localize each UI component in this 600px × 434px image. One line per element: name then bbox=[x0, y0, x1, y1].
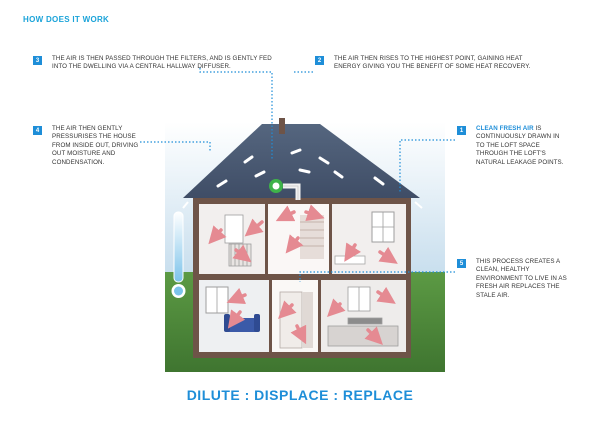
loft-air-arrows bbox=[216, 148, 385, 188]
roof bbox=[183, 124, 420, 198]
step-4-number: 4 bbox=[33, 126, 42, 135]
step-2-number: 2 bbox=[315, 56, 324, 65]
chimney bbox=[279, 118, 285, 134]
step-1-body: IS CONTINUOUSLY DRAWN IN TO THE LOFT SPA… bbox=[476, 125, 564, 166]
step-1-highlight: CLEAN FRESH AIR bbox=[476, 125, 534, 132]
thermometer-icon bbox=[171, 211, 186, 298]
step-5: 5 THIS PROCESS CREATES A CLEAN, HEALTHY … bbox=[457, 258, 569, 300]
upper-middle-stairs bbox=[300, 215, 324, 259]
step-1-number: 1 bbox=[457, 126, 466, 135]
step-4: 4 THE AIR THEN GENTLY PRESSURISES THE HO… bbox=[33, 125, 153, 167]
diffuser-unit-icon bbox=[269, 179, 301, 200]
step-2: 2 THE AIR THEN RISES TO THE HIGHEST POIN… bbox=[315, 55, 540, 72]
step-1-text: CLEAN FRESH AIR IS CONTINUOUSLY DRAWN IN… bbox=[476, 125, 567, 167]
motto: DILUTE : DISPLACE : REPLACE bbox=[186, 387, 414, 403]
leader-5 bbox=[299, 271, 455, 282]
leader-1 bbox=[399, 139, 455, 192]
page-heading: HOW DOES IT WORK bbox=[23, 15, 110, 24]
step-3: 3 THE AIR IS THEN PASSED THROUGH THE FIL… bbox=[33, 55, 273, 72]
step-5-number: 5 bbox=[457, 259, 466, 268]
lower-hall-door bbox=[279, 291, 313, 349]
step-4-text: THE AIR THEN GENTLY PRESSURISES THE HOUS… bbox=[52, 125, 139, 166]
step-2-text: THE AIR THEN RISES TO THE HIGHEST POINT,… bbox=[334, 55, 531, 71]
leader-4 bbox=[140, 141, 211, 152]
step-3-text: THE AIR IS THEN PASSED THROUGH THE FILTE… bbox=[52, 55, 272, 71]
step-1: 1 CLEAN FRESH AIR IS CONTINUOUSLY DRAWN … bbox=[457, 125, 567, 167]
step-5-text: THIS PROCESS CREATES A CLEAN, HEALTHY EN… bbox=[476, 258, 567, 299]
intake-arrows bbox=[182, 201, 423, 209]
room-airflow-arrows bbox=[208, 204, 398, 345]
step-3-number: 3 bbox=[33, 56, 42, 65]
callout-leaders bbox=[140, 68, 455, 282]
leader-3 bbox=[199, 68, 273, 160]
